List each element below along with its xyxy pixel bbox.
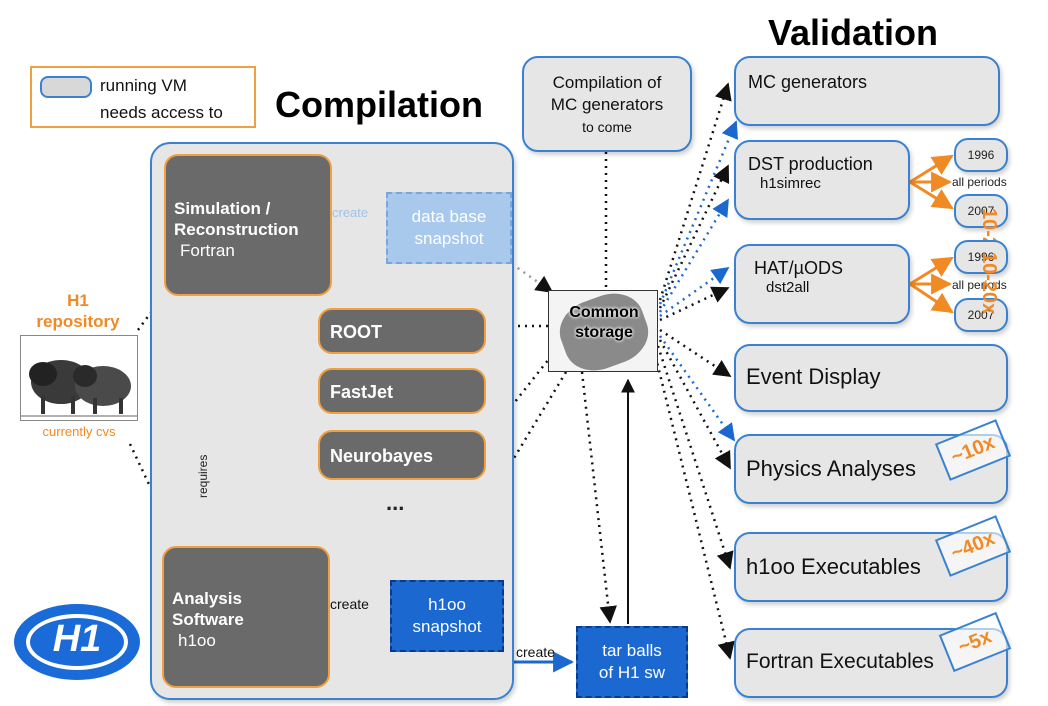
analysis-software-box[interactable]: Analysis Software h1oo — [162, 546, 330, 688]
create-tarballs-label: create — [516, 644, 555, 660]
compilation-title: Compilation — [275, 84, 483, 125]
analysis-line3: h1oo — [178, 631, 216, 650]
h1oo-snapshot-line1: h1oo — [428, 595, 466, 614]
tarballs-line1: tar balls — [602, 641, 662, 660]
mc-compile-box[interactable]: Compilation of MC generators to come — [522, 56, 692, 152]
repo-to-simreco-arrow — [136, 290, 168, 331]
hat-label-line1: HAT/µODS — [754, 258, 844, 278]
dst-year-end-pill: 2007 — [954, 194, 1008, 228]
sim-reco-line1: Simulation / — [174, 199, 271, 218]
h1-logo: H1 — [14, 604, 140, 680]
event-display-box[interactable]: Event Display — [734, 344, 1008, 412]
legend-access-label: needs access to — [100, 103, 223, 122]
hat-label-line2: dst2all — [766, 279, 810, 296]
storage-line1: Common — [569, 304, 639, 321]
hat-multiplier: 10-20x — [978, 252, 1000, 315]
legend-vm-swatch — [40, 76, 92, 98]
sim-reco-line2: Reconstruction — [174, 220, 299, 239]
repository-title-line1: H1 — [67, 291, 89, 310]
db-snapshot-box[interactable]: data base snapshot — [386, 192, 512, 264]
legend-vm-label: running VM — [100, 76, 187, 95]
hat-year-end-pill: 2007 — [954, 298, 1008, 332]
dst-year-start-pill: 1996 — [954, 138, 1008, 172]
h1-logo-text: H1 — [52, 618, 102, 660]
hat-year-start-pill: 1996 — [954, 240, 1008, 274]
create-h1oo-label: create — [330, 596, 369, 612]
legend: running VM needs access to — [30, 66, 256, 128]
sim-reco-line3: Fortran — [180, 241, 235, 260]
more-libraries-ellipsis: ... — [386, 490, 405, 515]
common-storage-box[interactable]: Common storage — [548, 284, 659, 380]
tarballs-line2: of H1 sw — [598, 663, 666, 682]
create-db-label: create — [332, 205, 369, 220]
db-snapshot-line2: snapshot — [414, 229, 484, 248]
neurobayes-box[interactable]: Neurobayes — [318, 430, 486, 480]
storage-label: Common storage — [549, 303, 659, 343]
dst-production-box[interactable]: DST production h1simrec — [734, 140, 910, 220]
db-to-storage-arrow — [511, 262, 554, 294]
h1oo-executables-label: h1oo Executables — [746, 554, 921, 579]
sim-reco-box[interactable]: Simulation / Reconstruction Fortran — [164, 154, 332, 296]
tarballs-box[interactable]: tar balls of H1 sw — [576, 626, 688, 698]
physics-analyses-label: Physics Analyses — [746, 456, 916, 481]
db-snapshot-line1: data base — [411, 207, 487, 226]
h1-logo-ring-icon — [26, 614, 128, 670]
h1oo-snapshot-box[interactable]: h1oo snapshot — [390, 580, 504, 652]
fortran-executables-label: Fortran Executables — [746, 650, 934, 673]
analysis-line1: Analysis — [172, 589, 242, 608]
analysis-line2: Software — [172, 610, 244, 629]
dst-label-line1: DST production — [748, 154, 873, 174]
repository-image — [20, 335, 138, 421]
mc-compile-line2: MC generators — [550, 95, 664, 114]
h1oo-snapshot-line2: snapshot — [412, 617, 482, 636]
fastjet-box[interactable]: FastJet — [318, 368, 486, 414]
repository-title-line2: repository — [36, 312, 120, 331]
root-box[interactable]: ROOT — [318, 308, 486, 354]
hat-periods-label: all periods — [952, 278, 1007, 292]
repository-title: H1 repository — [22, 290, 134, 332]
storage-line2: storage — [575, 324, 633, 341]
mc-generators-box[interactable]: MC generators — [734, 56, 1000, 126]
mc-compile-line1: Compilation of — [552, 73, 662, 92]
event-display-label: Event Display — [746, 364, 881, 389]
storage-to-tarballs-arrow — [580, 371, 617, 624]
requires-label: requires — [196, 454, 210, 498]
dst-label-line2: h1simrec — [760, 175, 821, 192]
mc-generators-label: MC generators — [748, 72, 868, 92]
validation-title: Validation — [768, 12, 939, 53]
dst-periods-label: all periods — [952, 175, 1007, 189]
mc-compile-line3: to come — [582, 119, 632, 135]
hat-uods-box[interactable]: HAT/µODS dst2all — [734, 244, 910, 324]
repository-subtitle: currently cvs — [42, 424, 116, 439]
